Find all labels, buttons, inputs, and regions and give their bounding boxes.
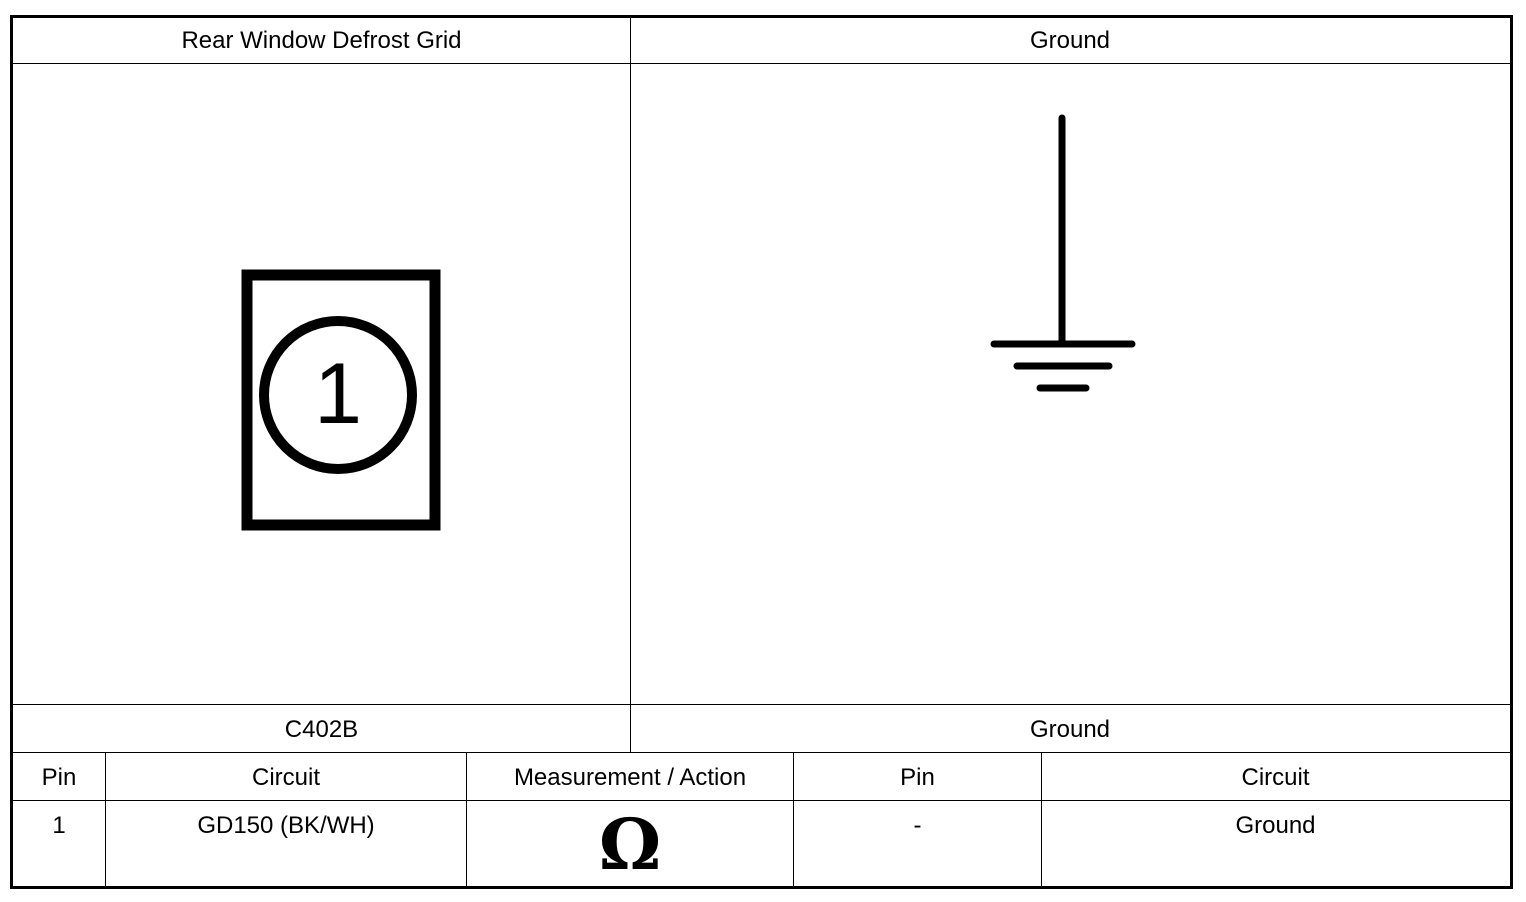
table-column-divider-1: [105, 752, 106, 886]
column-header-right-circuit: Circuit: [1241, 764, 1310, 791]
connector-divider: [12, 752, 1511, 753]
left-component-title: Rear Window Defrost Grid: [181, 27, 462, 54]
ground-symbol-icon: [988, 112, 1138, 396]
table-header-divider: [12, 800, 1511, 801]
table-column-divider-3: [793, 752, 794, 886]
column-header-left-circuit: Circuit: [251, 764, 320, 791]
row-right-pin: -: [913, 812, 922, 839]
row-left-pin: 1: [52, 812, 66, 839]
diagram-divider: [12, 704, 1511, 705]
column-header-measurement: Measurement / Action: [513, 764, 747, 791]
table-column-divider-2: [466, 752, 467, 886]
ground-symbol-drawing: [990, 114, 1136, 392]
connector-pin-face-icon: 1: [240, 268, 442, 532]
table-column-divider-4: [1041, 752, 1042, 886]
column-header-right-pin: Pin: [900, 764, 935, 791]
left-connector-label: C402B: [284, 716, 359, 743]
row-right-circuit: Ground: [1235, 812, 1316, 839]
ohm-icon: Ω: [598, 803, 662, 886]
right-connector-label: Ground: [1029, 716, 1111, 743]
header-divider: [12, 63, 1511, 64]
diagram-frame: [10, 15, 1513, 889]
right-component-title: Ground: [1029, 27, 1111, 54]
row-left-circuit: GD150 (BK/WH): [197, 812, 375, 839]
column-header-left-pin: Pin: [41, 764, 77, 791]
main-column-divider: [630, 18, 631, 752]
connector-face-drawing: [241, 269, 441, 531]
connector-pin-number: 1: [314, 346, 362, 442]
